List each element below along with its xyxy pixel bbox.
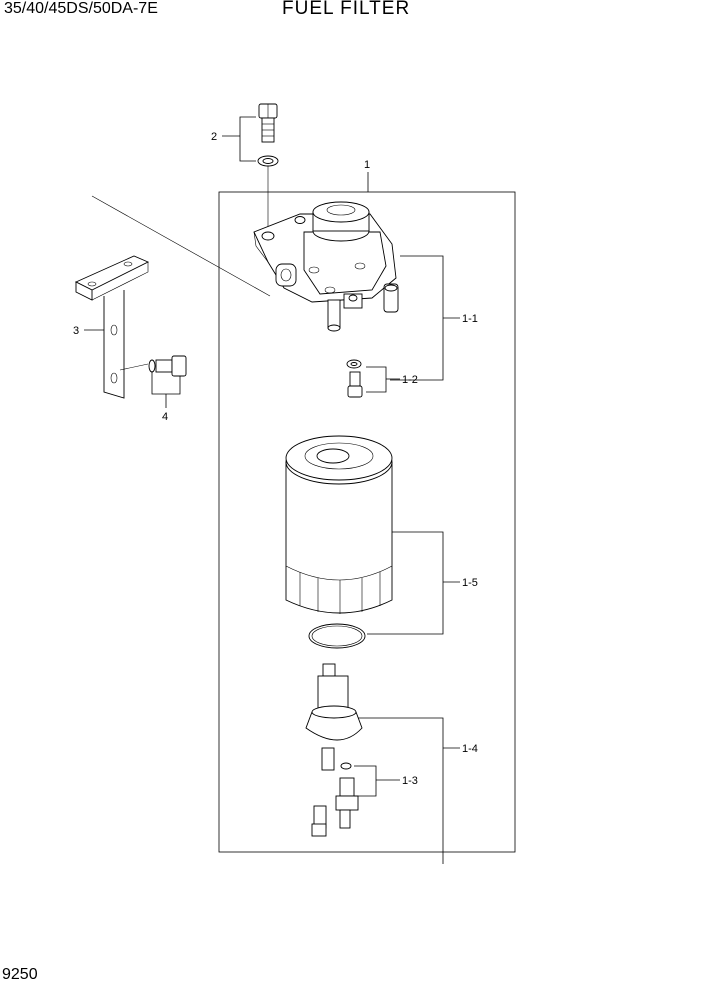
callout-4: 4 — [162, 411, 168, 423]
callout-1-3: 1-3 — [402, 775, 418, 787]
bolt-part-2 — [258, 103, 278, 143]
callout-3: 3 — [73, 325, 79, 337]
bolt-part-4 — [148, 355, 187, 377]
bracket-part-3 — [74, 255, 150, 399]
callout-1-4: 1-4 — [462, 743, 478, 755]
assembly-frame — [218, 191, 516, 853]
callout-1: 1 — [364, 159, 370, 171]
sensor-part-1-4 — [305, 663, 363, 771]
callout-1-5: 1-5 — [462, 577, 478, 589]
bracket-1-5 — [367, 531, 444, 635]
callout-1-1: 1-1 — [462, 313, 478, 325]
filter-cartridge-part-1-5 — [285, 435, 393, 614]
diagram-title: FUEL FILTER — [282, 0, 411, 19]
washer-part-1-2 — [346, 359, 362, 369]
bracket-1-4 — [358, 717, 444, 864]
bracket-1-2 — [366, 366, 387, 393]
mount-link-line — [91, 195, 271, 297]
bolt-4-axis-line — [119, 363, 149, 371]
bolt-part-1-2 — [347, 371, 363, 398]
filter-head-part-1-1 — [253, 201, 399, 332]
callout-1-2: 1-2 — [402, 374, 418, 386]
o-ring-part-1-5 — [308, 623, 366, 649]
washer-part-2 — [257, 155, 279, 167]
drain-plug-part-1-3 — [311, 762, 359, 837]
page-number: 9250 — [2, 966, 38, 983]
model-code: 35/40/45DS/50DA-7E — [4, 0, 158, 17]
bracket-1-3 — [354, 765, 377, 797]
bracket-2 — [239, 116, 256, 162]
bracket-1-1 — [390, 255, 444, 381]
callout-2: 2 — [211, 131, 217, 143]
